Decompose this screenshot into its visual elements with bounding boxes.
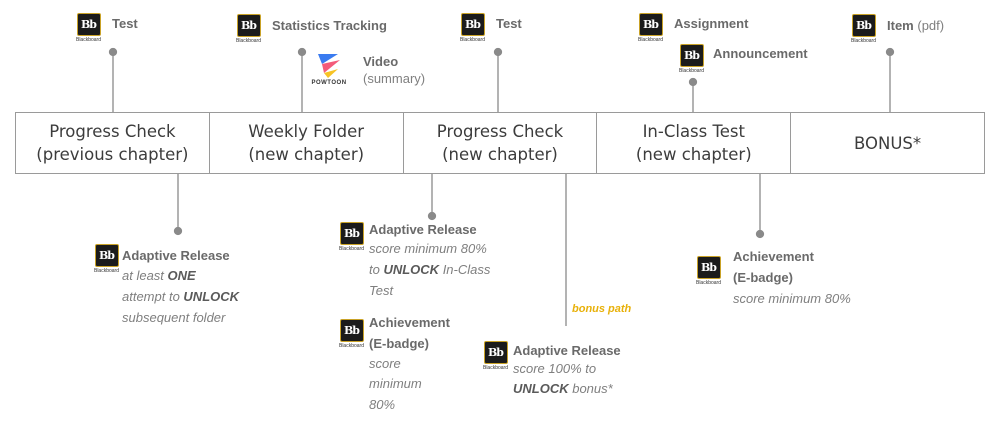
video-label: Video (363, 54, 399, 69)
adaptive-release-line: at least ONE (122, 268, 196, 283)
stage-label: Weekly Folder (248, 122, 365, 141)
achievement-line: score (369, 356, 401, 371)
adaptive-release-line: subsequent folder (122, 310, 226, 325)
adaptive-release-line: UNLOCK bonus* (513, 381, 613, 396)
stage-sublabel: (new chapter) (248, 145, 365, 164)
test-label: Test (496, 16, 522, 31)
achievement-line: minimum (369, 376, 422, 391)
stage-bar: Progress Check (previous chapter) Weekly… (15, 112, 985, 174)
adaptive-release-line: to UNLOCK In-Class (369, 262, 491, 277)
item-label: Item (pdf) (887, 18, 945, 33)
announcement-label: Announcement (713, 46, 808, 61)
stage-progress-check-previous: Progress Check (previous chapter) (16, 113, 210, 173)
stage-label: Progress Check (436, 122, 564, 141)
stage-label: BONUS* (854, 133, 922, 153)
test-label: Test (112, 16, 138, 31)
adaptive-release-title: Adaptive Release (369, 222, 477, 237)
achievement-sub: (E-badge) (733, 270, 793, 285)
adaptive-release-title: Adaptive Release (513, 343, 621, 358)
stage-weekly-folder: Weekly Folder (new chapter) (210, 113, 404, 173)
video-sublabel: (summary) (363, 71, 426, 86)
adaptive-release-line: score 100% to (513, 361, 597, 376)
achievement-title: Achievement (733, 249, 814, 264)
assignment-label: Assignment (674, 16, 749, 31)
adaptive-release-title: Adaptive Release (122, 248, 230, 263)
stage-label: In-Class Test (642, 122, 745, 141)
stage-sublabel: (previous chapter) (36, 145, 189, 164)
stage-progress-check-new: Progress Check (new chapter) (404, 113, 598, 173)
stage-bonus: BONUS* (791, 113, 984, 173)
stage-in-class-test: In-Class Test (new chapter) (597, 113, 792, 173)
stage-sublabel: (new chapter) (442, 145, 558, 164)
statistics-tracking-label: Statistics Tracking (272, 18, 387, 33)
achievement-line: 80% (369, 397, 396, 412)
powtoon-icon: POWTOON (309, 51, 349, 86)
achievement-sub: (E-badge) (369, 336, 429, 351)
adaptive-release-line: score minimum 80% (369, 241, 487, 256)
adaptive-release-line: Test (369, 283, 394, 298)
stage-sublabel: (new chapter) (635, 145, 752, 164)
achievement-title: Achievement (369, 315, 450, 330)
adaptive-release-line: attempt to UNLOCK (122, 289, 240, 304)
bonus-path-label: bonus path (572, 303, 632, 315)
achievement-line: score minimum 80% (733, 291, 851, 306)
stage-label: Progress Check (49, 122, 176, 141)
